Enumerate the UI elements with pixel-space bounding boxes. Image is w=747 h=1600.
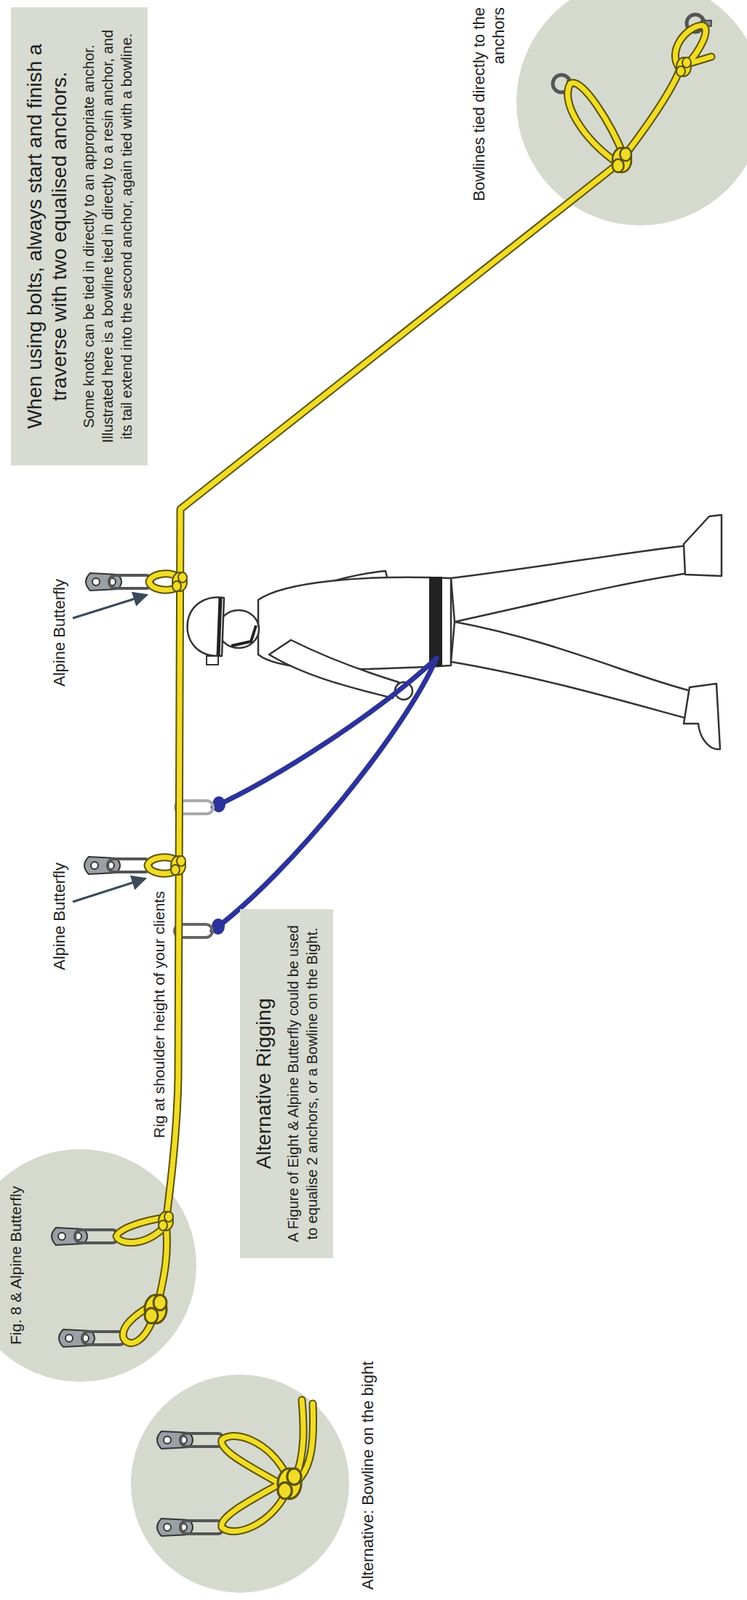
lanyard <box>174 658 437 938</box>
person-figure <box>683 514 722 577</box>
knots <box>277 1468 302 1500</box>
rope <box>156 163 619 1310</box>
rope <box>116 573 180 1344</box>
leader-arrows <box>72 878 146 902</box>
person-figure <box>187 514 722 750</box>
person-figure <box>218 610 259 649</box>
callout-label: Rig at shoulder height of your clients <box>149 891 169 1139</box>
person-figure <box>429 576 443 667</box>
person-figure <box>187 597 225 657</box>
knots <box>172 572 187 592</box>
box-heading: Alternative Rigging <box>251 923 277 1244</box>
knots <box>676 57 691 77</box>
callout-label: Alpine Butterfly <box>49 578 70 687</box>
callout-label: Bowlines tied directly to the anchors <box>469 7 509 230</box>
bolt-hangers <box>157 1431 225 1449</box>
box-body: Some knots can be tied in directly to an… <box>79 21 137 451</box>
bolt-hangers <box>51 1227 119 1246</box>
callout-label: Alternative: Bowline on the bight <box>357 1361 378 1591</box>
note-box: Alternative RiggingA Figure of Eight & A… <box>240 909 334 1259</box>
person-figure <box>450 545 690 622</box>
bolt-hangers <box>58 1329 126 1348</box>
detail-circles <box>516 0 747 226</box>
rope <box>568 25 712 164</box>
person-figure <box>206 656 219 665</box>
person-figure <box>231 625 257 646</box>
note-box: When using bolts, always start and finis… <box>10 7 148 466</box>
lanyard <box>212 796 226 813</box>
rope <box>221 1400 314 1532</box>
bolt-hangers <box>84 856 152 875</box>
callout-label: Fig. 8 & Alpine Butterfly <box>5 1186 26 1345</box>
leader-arrows <box>72 594 147 902</box>
knots <box>158 1211 174 1231</box>
person-figure <box>218 597 221 657</box>
bolt-hangers <box>51 14 712 1537</box>
detail-circles <box>130 1374 350 1593</box>
knots <box>170 856 186 876</box>
rope <box>221 1400 314 1532</box>
person-figure <box>450 621 691 719</box>
knots <box>144 57 691 1500</box>
person-figure <box>269 640 399 699</box>
bolt-hangers <box>85 573 153 591</box>
lanyard <box>212 658 437 932</box>
leader-arrows <box>72 594 147 619</box>
rope <box>156 163 619 1310</box>
knots <box>144 1295 167 1324</box>
rope <box>116 25 712 1532</box>
box-body: A Figure of Eight & Alpine Butterfly cou… <box>283 923 322 1244</box>
callout-label: Alpine Butterfly <box>49 862 70 971</box>
bolt-hangers <box>157 1518 225 1537</box>
rope <box>116 573 180 1344</box>
box-heading: When using bolts, always start and finis… <box>22 21 73 451</box>
person-figure <box>683 683 721 750</box>
rope <box>568 25 712 164</box>
knots <box>612 147 632 173</box>
